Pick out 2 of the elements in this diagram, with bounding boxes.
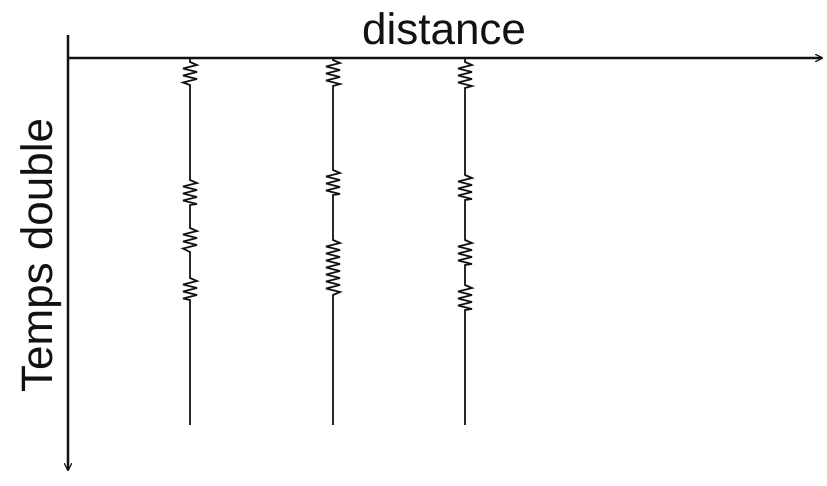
axis-title: Temps double [16, 118, 60, 392]
axis-title: distance [362, 8, 526, 52]
